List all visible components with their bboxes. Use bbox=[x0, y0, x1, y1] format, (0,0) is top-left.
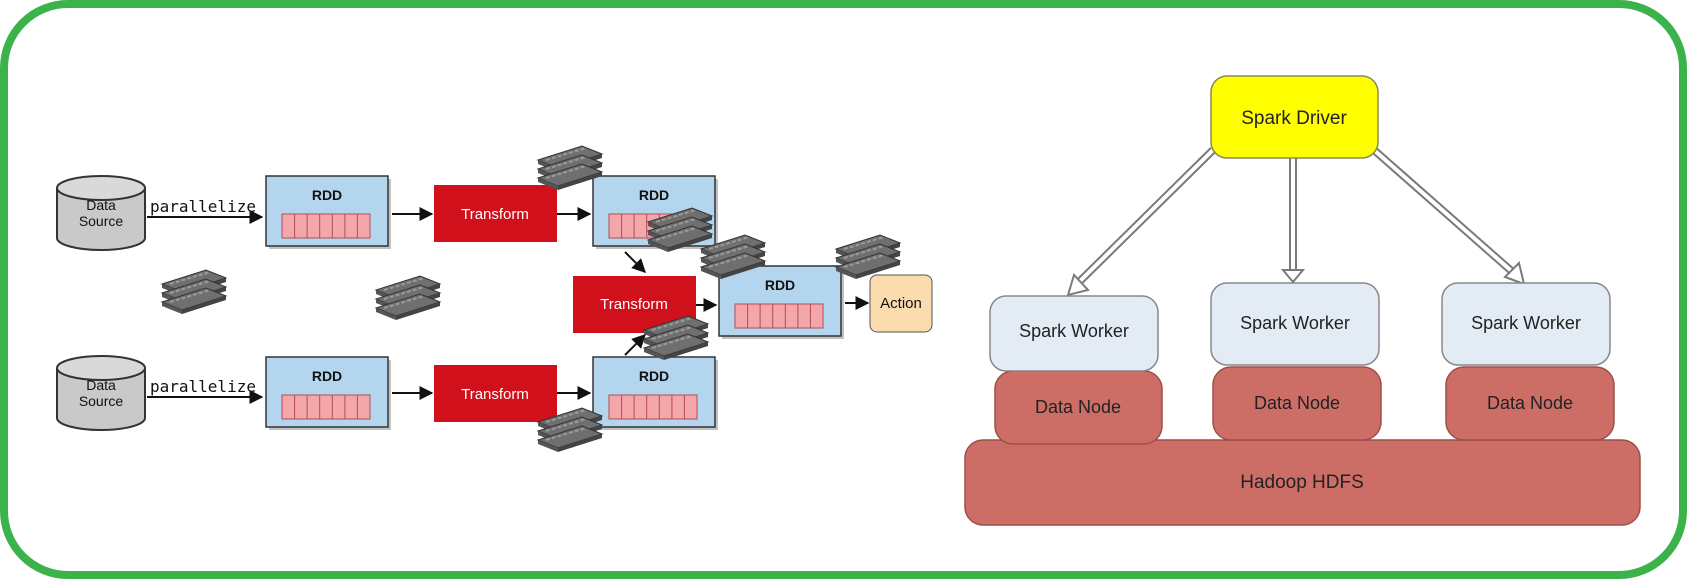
transform-top: Transform bbox=[434, 185, 557, 242]
arrow-driver-to-worker-3 bbox=[1371, 146, 1526, 286]
transform-mid: Transform bbox=[573, 276, 696, 333]
data-node-3: Data Node bbox=[1445, 366, 1615, 441]
data-node-2-label: Data Node bbox=[1254, 393, 1340, 413]
spark-cluster-diagram: Spark Driver Hadoop HDFS Data Node Data … bbox=[964, 75, 1641, 526]
rdd-bottom-2: RDD bbox=[593, 357, 718, 430]
rdd-top-1-label: RDD bbox=[312, 187, 342, 203]
spark-worker-1: Spark Worker bbox=[989, 295, 1159, 372]
hadoop-hdfs-box: Hadoop HDFS bbox=[964, 439, 1641, 526]
parallelize-label-bottom: parallelize bbox=[150, 377, 256, 396]
action-box: Action bbox=[869, 274, 933, 333]
arrow-rdd-bottom-2-to-transform-mid bbox=[624, 334, 646, 356]
data-node-3-label: Data Node bbox=[1487, 393, 1573, 413]
action-label: Action bbox=[880, 295, 922, 312]
rdd-bottom-2-label: RDD bbox=[639, 368, 669, 384]
arrow-driver-to-worker-1 bbox=[1066, 147, 1216, 297]
hadoop-hdfs-label: Hadoop HDFS bbox=[1240, 472, 1364, 493]
spark-worker-2-label: Spark Worker bbox=[1240, 313, 1350, 333]
rdd-bottom-1-label: RDD bbox=[312, 368, 342, 384]
arrow-driver-to-worker-2 bbox=[1280, 158, 1306, 284]
rdd-mid-label: RDD bbox=[765, 277, 795, 293]
spark-worker-2: Spark Worker bbox=[1210, 282, 1380, 366]
rdd-mid: RDD bbox=[719, 266, 844, 339]
spark-driver-box: Spark Driver bbox=[1210, 75, 1379, 159]
transform-mid-label: Transform bbox=[600, 296, 668, 313]
data-node-1: Data Node bbox=[994, 370, 1163, 445]
spark-worker-3-label: Spark Worker bbox=[1471, 313, 1581, 333]
rdd-top-2: RDD bbox=[593, 176, 718, 249]
data-node-1-label: Data Node bbox=[1035, 397, 1121, 417]
rdd-top-1: RDD bbox=[266, 176, 391, 249]
data-node-2: Data Node bbox=[1212, 366, 1382, 441]
transform-top-label: Transform bbox=[461, 206, 529, 223]
spark-worker-1-label: Spark Worker bbox=[1019, 321, 1129, 341]
arrow-rdd-top-2-to-transform-mid bbox=[624, 251, 646, 273]
transform-bottom: Transform bbox=[434, 365, 557, 422]
spark-worker-3: Spark Worker bbox=[1441, 282, 1611, 366]
parallelize-label-top: parallelize bbox=[150, 197, 256, 216]
rdd-top-2-label: RDD bbox=[639, 187, 669, 203]
transform-bottom-label: Transform bbox=[461, 386, 529, 403]
rdd-bottom-1: RDD bbox=[266, 357, 391, 430]
spark-driver-label: Spark Driver bbox=[1241, 108, 1347, 129]
